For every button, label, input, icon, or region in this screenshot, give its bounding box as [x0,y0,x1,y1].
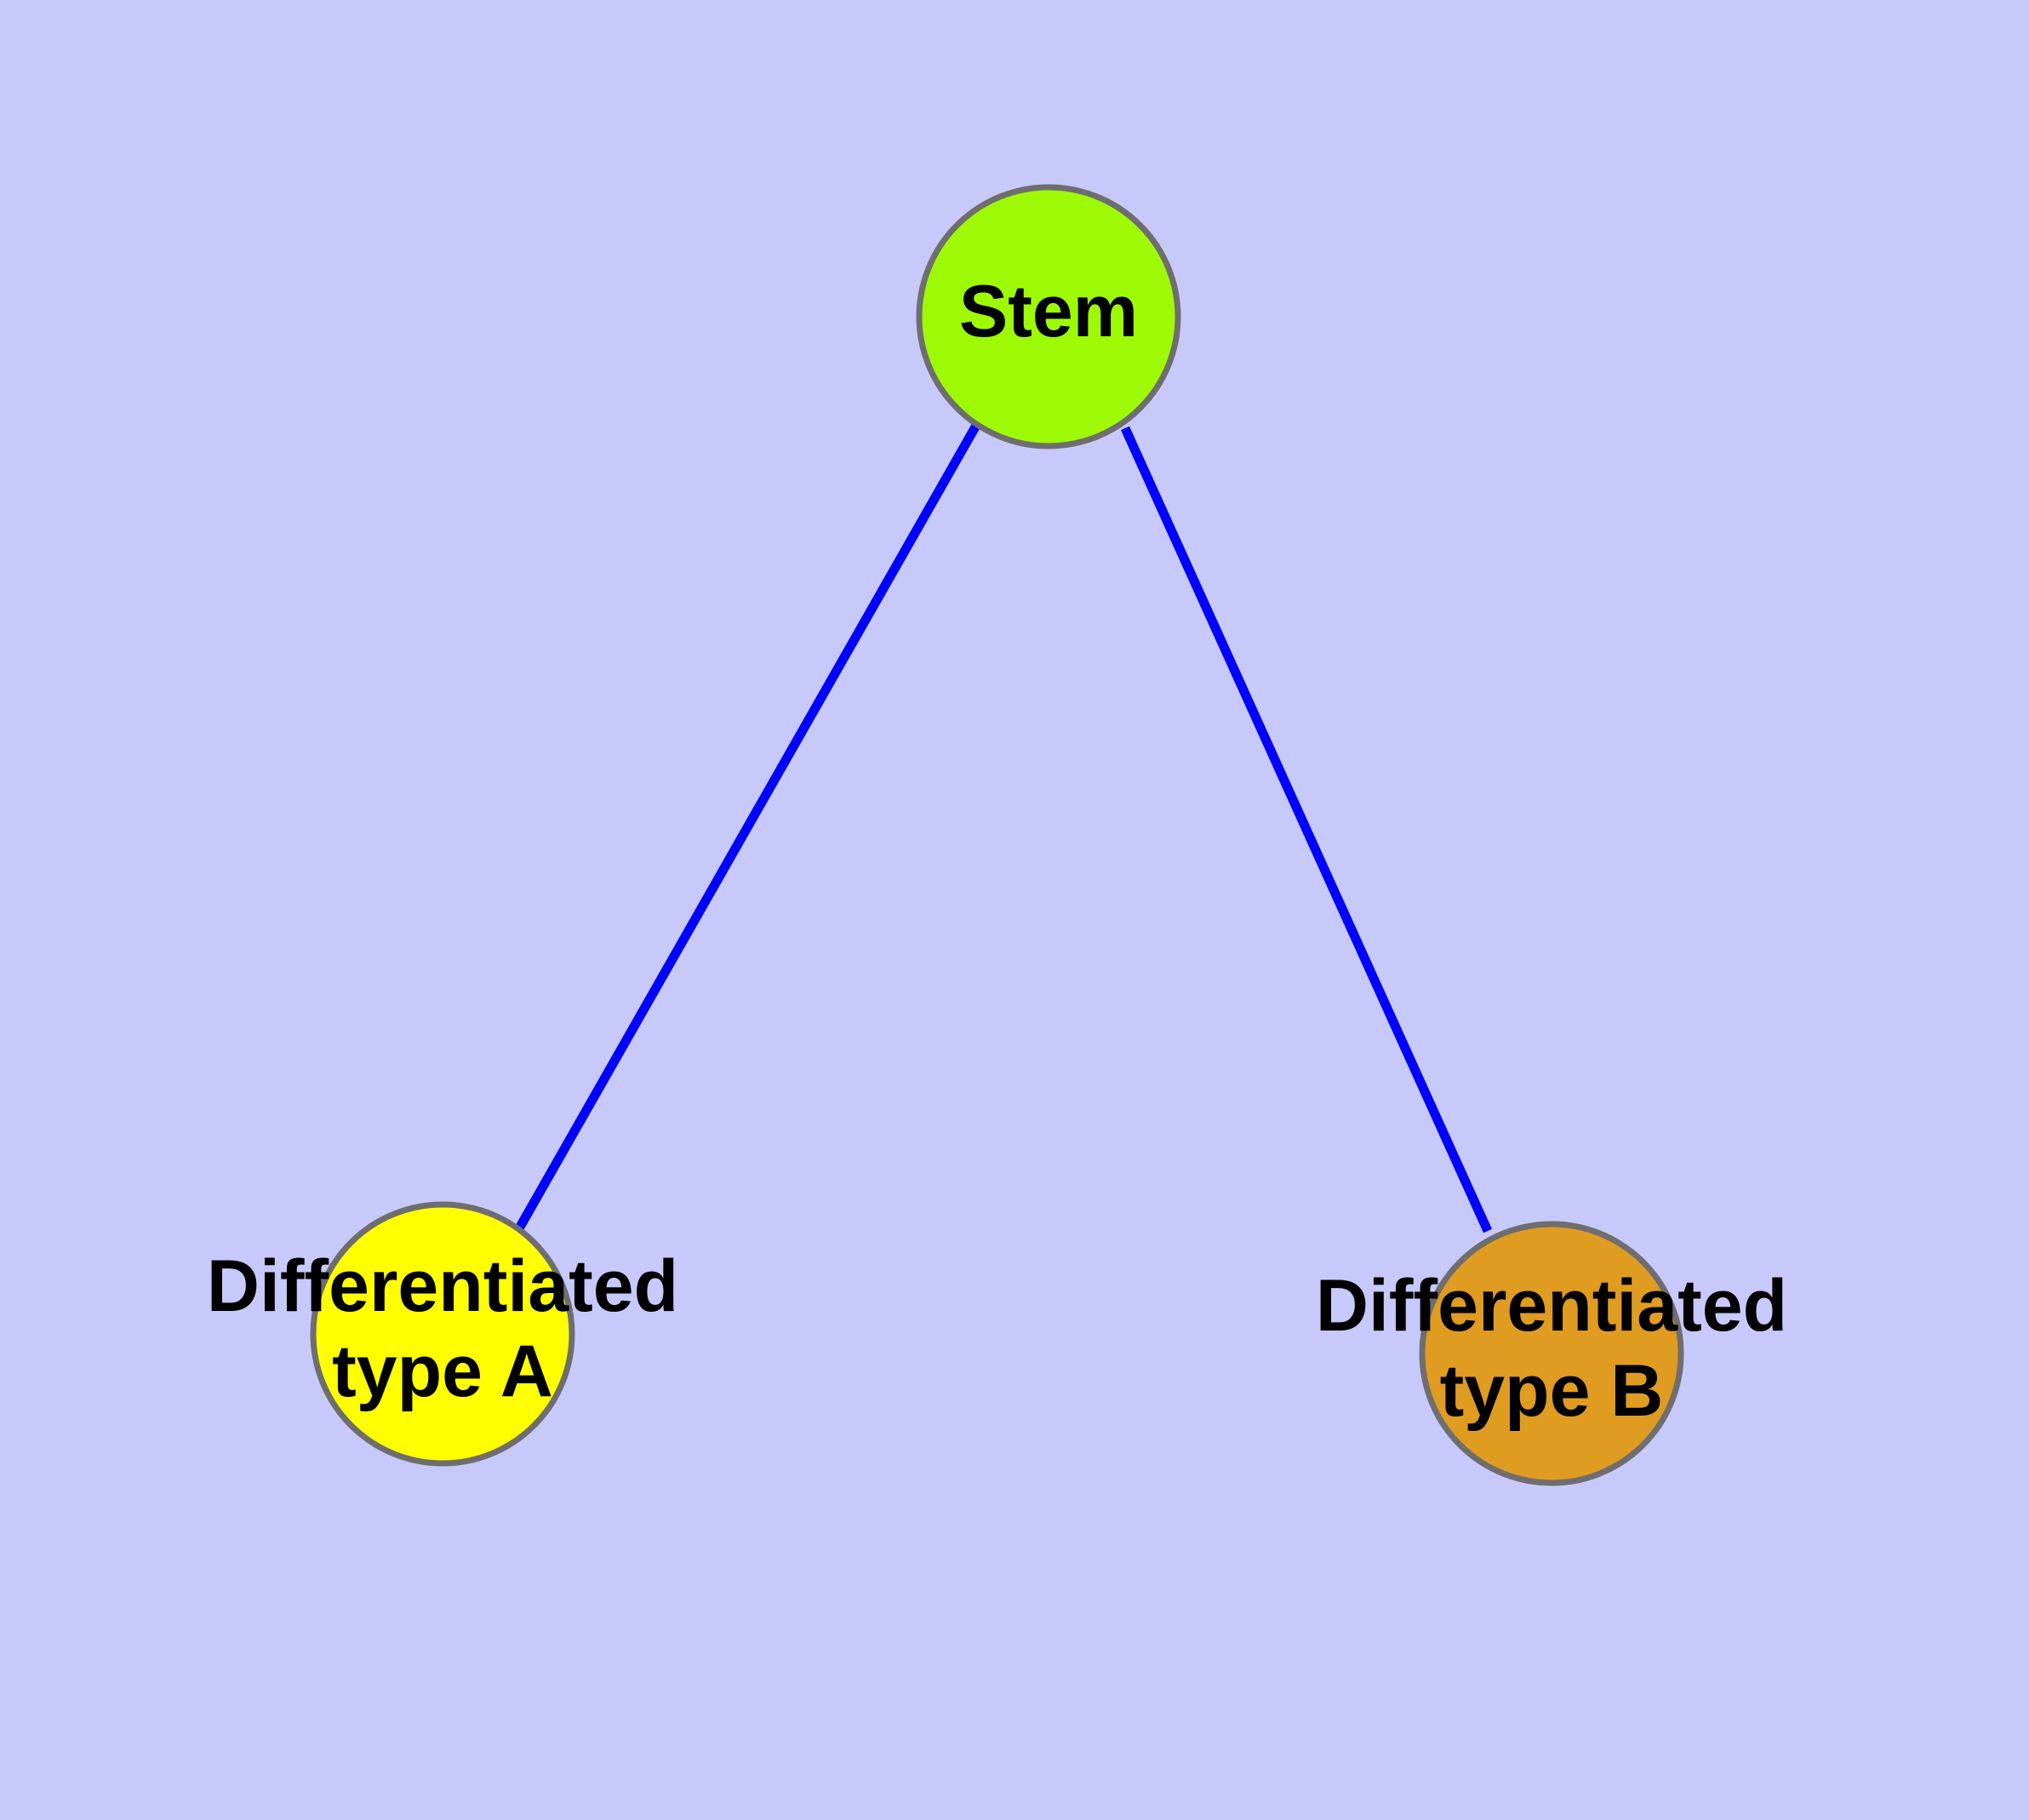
node-label-line: Differentiated [1316,1265,1787,1347]
edge-layer [515,421,1493,1233]
node-label-line: type A [332,1331,553,1412]
node-diff_a[interactable] [310,1201,575,1467]
node-label-line: type B [1440,1350,1664,1432]
node-label-line: Stem [959,271,1138,352]
node-layer [310,184,1684,1486]
edge-stem-diff-a[interactable] [515,421,981,1231]
node-diff_b[interactable] [1419,1221,1684,1486]
node-label-line: Differentiated [207,1245,678,1327]
edge-stem-diff-b[interactable] [1120,426,1493,1233]
node-stem[interactable] [916,184,1181,449]
node-label-stem: Stem [959,271,1138,352]
